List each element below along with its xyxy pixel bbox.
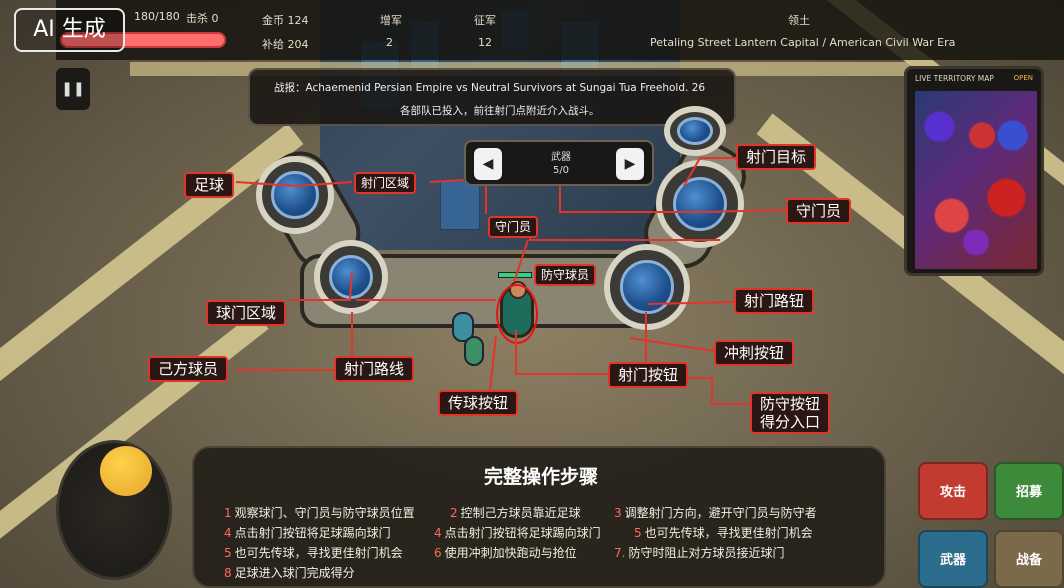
callout-soccer: 足球 <box>184 172 235 198</box>
minimap-territory-grid <box>915 91 1037 269</box>
callout-defend-button: 防守按钮 得分入口 <box>750 392 831 434</box>
ai-generated-watermark: AI 生成 <box>14 8 125 52</box>
stat2-title: 增军 <box>380 14 402 27</box>
hp-bar <box>60 32 226 48</box>
chevron-left-icon: ◀ <box>482 156 494 172</box>
supply-counter: 补给 204 <box>262 38 309 51</box>
callout-pass-button: 传球按钮 <box>438 390 519 416</box>
callout-goalkeeper-center: 守门员 <box>488 216 539 238</box>
callout-defend-line1: 防守按钮 <box>760 395 821 413</box>
minimap-title: LIVE TERRITORY MAP <box>915 74 994 83</box>
region-title: 领土 <box>788 14 810 27</box>
minimap-status: OPEN <box>1013 74 1033 82</box>
recruit-button[interactable]: 招募 <box>994 462 1064 520</box>
chevron-right-icon: ▶ <box>624 156 636 172</box>
battle-report-line2: 各部队已投入，前往射门点附近介入战斗。 <box>400 105 600 117</box>
callout-goal-area: 球门区域 <box>206 300 287 326</box>
callout-defend-line2: 得分入口 <box>760 413 821 431</box>
callout-goalkeeper-right: 守门员 <box>786 198 852 224</box>
goal-sphere <box>664 106 726 156</box>
top-hud: 180/180 击杀 0 金币 124 补给 204 增军 2 征军 12 领土… <box>56 0 1064 60</box>
weapon-button[interactable]: 武器 <box>918 530 988 588</box>
callout-teammate: 己方球员 <box>148 356 229 382</box>
next-arrow-button[interactable]: ▶ <box>616 148 644 180</box>
selection-ring <box>496 284 538 344</box>
callout-shot-zone: 射门区域 <box>354 172 417 194</box>
callout-shot-target: 射门目标 <box>736 144 817 170</box>
joystick-knob[interactable] <box>100 446 152 496</box>
callout-defender: 防守球员 <box>534 264 597 286</box>
goal-sphere <box>256 156 334 234</box>
stat3-title: 征军 <box>474 14 496 27</box>
hp-readout: 180/180 <box>134 10 180 23</box>
battle-prep-button[interactable]: 战备 <box>994 530 1064 588</box>
attack-button[interactable]: 攻击 <box>918 462 988 520</box>
callout-shot-path-button: 射门路钮 <box>734 288 815 314</box>
step-item: 7.防守时阻止对方球员接近球门 <box>614 546 785 560</box>
gold-counter: 金币 124 <box>262 14 309 27</box>
selector-value: 5/0 <box>552 165 570 176</box>
pause-button[interactable]: ❚❚ <box>56 68 90 110</box>
battle-report-banner: 战报：Achaemenid Persian Empire vs Neutral … <box>248 68 736 126</box>
live-territory-map[interactable]: LIVE TERRITORY MAP OPEN <box>904 66 1044 276</box>
stat2-value: 2 <box>386 36 393 49</box>
goal-sphere <box>604 244 690 330</box>
callout-shot-route: 射门路线 <box>334 356 415 382</box>
region-name: Petaling Street Lantern Capital / Americ… <box>650 36 956 49</box>
pause-icon: ❚❚ <box>61 81 85 97</box>
kills-counter: 击杀 0 <box>186 12 219 25</box>
goal-sphere <box>314 240 388 314</box>
selector-name: 武器 <box>551 152 571 163</box>
player-health-bar <box>498 272 532 278</box>
steps-title: 完整操作步骤 <box>483 466 598 488</box>
callout-sprint-button: 冲刺按钮 <box>714 340 795 366</box>
callout-shoot-button: 射门按钮 <box>608 362 689 388</box>
teammate-unit[interactable] <box>452 312 474 342</box>
goal-sphere <box>656 160 744 248</box>
stat3-value: 12 <box>478 36 492 49</box>
map-building <box>440 180 480 230</box>
virtual-joystick[interactable] <box>56 440 172 580</box>
weapon-selector: ◀ 武器 5/0 ▶ <box>464 140 654 186</box>
battle-report-line1: 战报：Achaemenid Persian Empire vs Neutral … <box>274 82 706 94</box>
prev-arrow-button[interactable]: ◀ <box>474 148 502 180</box>
teammate-unit[interactable] <box>464 336 484 366</box>
